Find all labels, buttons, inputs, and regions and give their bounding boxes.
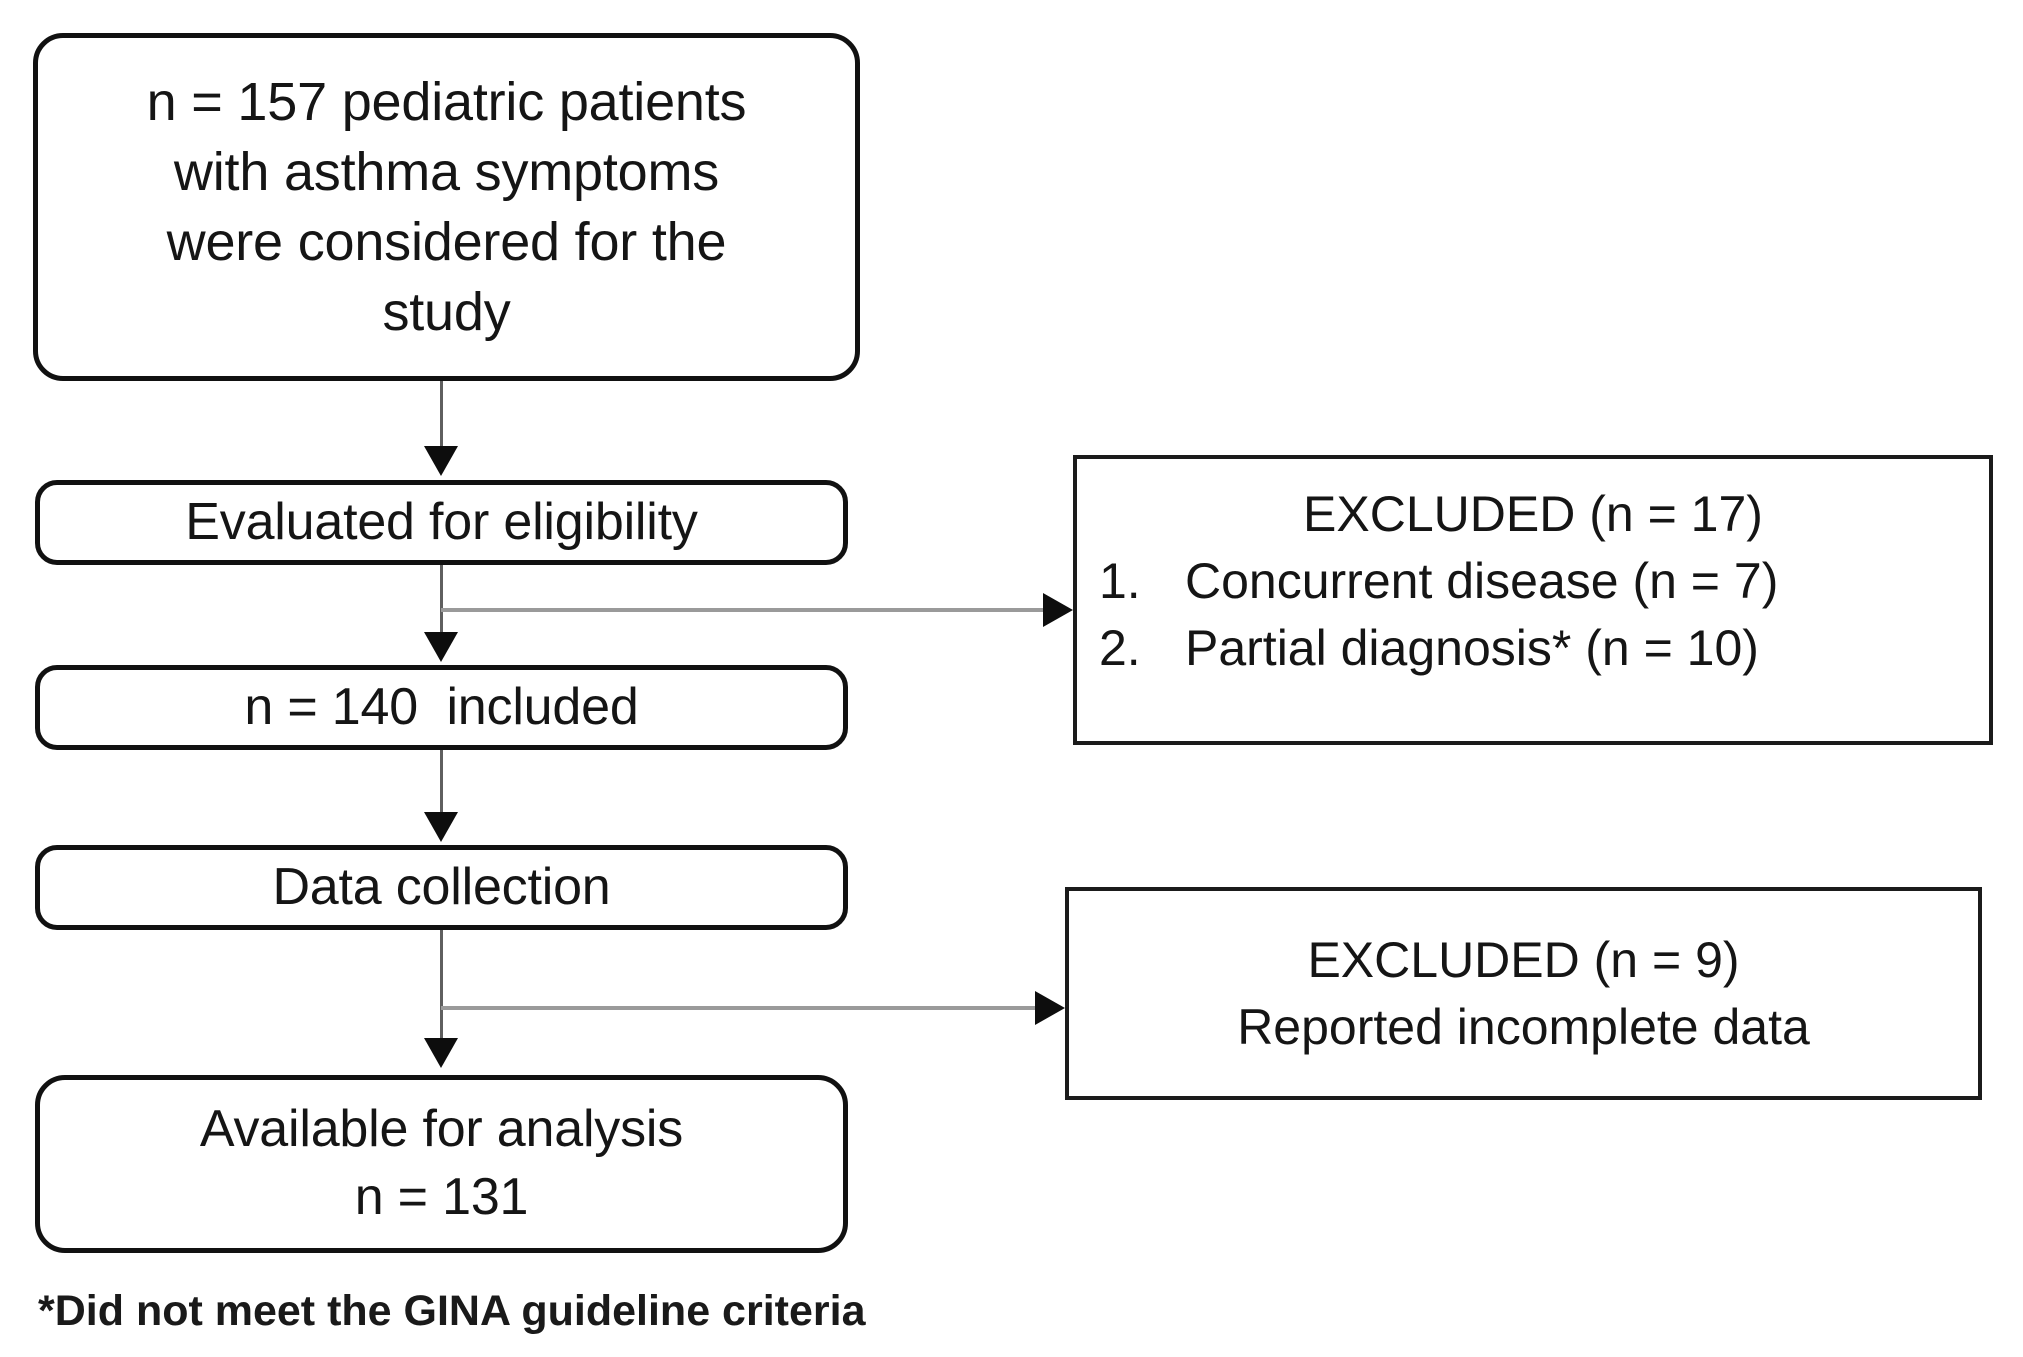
excluded-box-2: EXCLUDED (n = 9) Reported incomplete dat…	[1065, 887, 1982, 1100]
arrowhead-to-excluded-box-2	[1035, 991, 1065, 1025]
excluded-box-1-item-2: 2. Partial diagnosis* (n = 10)	[1099, 615, 1967, 682]
node-included-label: n = 140 included	[244, 677, 639, 736]
connector-included-to-data-collection	[440, 750, 443, 815]
excluded-box-2-subtitle: Reported incomplete data	[1237, 998, 1810, 1055]
arrowhead-to-excluded-box-1	[1043, 593, 1073, 627]
excluded-box-1-item-2-number: 2.	[1099, 620, 1141, 676]
node-available-line-1: Available for analysis	[199, 1100, 684, 1159]
node-eligibility-label: Evaluated for eligibility	[185, 492, 698, 551]
connector-enrollment-to-eligibility	[440, 381, 443, 449]
arrowhead-enrollment-to-eligibility	[424, 446, 458, 476]
node-enrollment-line-1: n = 157 pediatric patients	[146, 71, 747, 132]
node-enrollment-line-3: were considered for the	[166, 212, 727, 272]
connector-to-excluded-box-1	[441, 608, 1045, 612]
node-eligibility: Evaluated for eligibility	[35, 480, 848, 565]
excluded-box-1-list: 1. Concurrent disease (n = 7) 2. Partial…	[1099, 548, 1967, 682]
node-data-collection: Data collection	[35, 845, 848, 930]
node-included: n = 140 included	[35, 665, 848, 750]
node-available-for-analysis: Available for analysis n = 131	[35, 1075, 848, 1253]
excluded-box-1-item-1-text: Concurrent disease (n = 7)	[1185, 553, 1779, 609]
connector-to-excluded-box-2	[441, 1006, 1037, 1010]
excluded-box-1-title: EXCLUDED (n = 17)	[1303, 486, 1763, 542]
node-enrollment-line-2: with asthma symptoms	[173, 141, 720, 202]
node-data-collection-label: Data collection	[272, 857, 611, 916]
connector-data-collection-to-available	[440, 930, 443, 1040]
arrowhead-eligibility-to-included	[424, 632, 458, 662]
excluded-box-1-item-2-text: Partial diagnosis* (n = 10)	[1185, 620, 1759, 676]
connector-eligibility-to-included	[440, 565, 443, 635]
node-enrollment-line-4: study	[382, 282, 511, 343]
footnote-gina-criteria: *Did not meet the GINA guideline criteri…	[38, 1287, 866, 1335]
excluded-box-1: EXCLUDED (n = 17) 1. Concurrent disease …	[1073, 455, 1993, 745]
arrowhead-data-collection-to-available	[424, 1038, 458, 1068]
excluded-box-2-title: EXCLUDED (n = 9)	[1307, 931, 1740, 988]
arrowhead-included-to-data-collection	[424, 812, 458, 842]
excluded-box-1-item-1: 1. Concurrent disease (n = 7)	[1099, 548, 1967, 615]
node-available-line-2: n = 131	[354, 1168, 529, 1226]
node-enrollment: n = 157 pediatric patients with asthma s…	[33, 33, 860, 381]
excluded-box-1-item-1-number: 1.	[1099, 553, 1141, 609]
